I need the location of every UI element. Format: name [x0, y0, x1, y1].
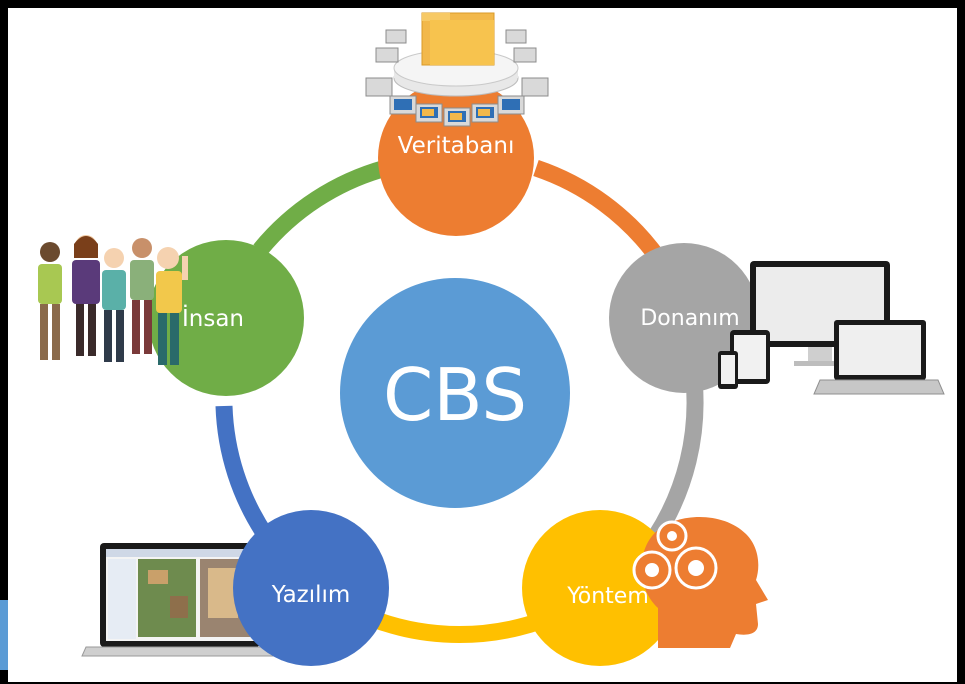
node-label-insan: İnsan: [182, 304, 244, 332]
diagram-canvas: CBS Veritabanı: [8, 8, 957, 682]
node-label-yontem: Yöntem: [566, 584, 649, 609]
arc-donanim-yontem: [648, 379, 704, 541]
arc-insan-veritabani: [253, 159, 389, 256]
connector-ring: [215, 159, 704, 644]
node-label-yazilim: Yazılım: [271, 582, 351, 608]
cbs-cycle-diagram: CBS Veritabanı: [38, 12, 945, 666]
arc-veritabani-donanim: [533, 159, 665, 264]
group-of-people-icon: [38, 235, 188, 365]
head-gears-icon: [632, 516, 768, 648]
node-yazilim: Yazılım: [233, 510, 389, 666]
arc-yontem-yazilim: [373, 611, 546, 644]
left-edge-tab: [0, 600, 8, 670]
node-label-veritabani: Veritabanı: [398, 133, 515, 159]
arc-yazilim-insan: [215, 405, 274, 541]
database-folder-network-icon: [365, 12, 549, 127]
center-node: CBS: [340, 278, 570, 508]
center-label: CBS: [383, 353, 527, 437]
computer-devices-icon: [718, 261, 945, 395]
node-yontem: [522, 510, 678, 666]
node-label-donanim: Donanım: [640, 306, 739, 331]
